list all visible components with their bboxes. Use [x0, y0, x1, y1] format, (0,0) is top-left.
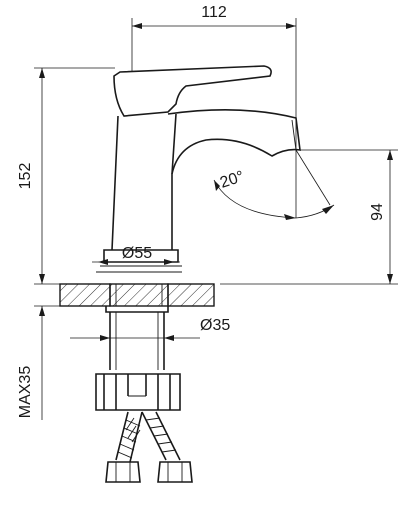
faucet-spout [167, 109, 301, 250]
dimension-label-max35: MAX35 [17, 366, 34, 419]
dimension-angle-20: 20° [213, 149, 335, 220]
dimension-label-94: 94 [369, 203, 386, 221]
dimension-max-35: MAX35 [17, 306, 45, 420]
hose-fitting-left [105, 461, 141, 483]
faucet-body [96, 65, 301, 273]
faucet-lever [113, 65, 272, 117]
dimension-label-angle: 20° [218, 168, 246, 192]
dimension-width-112: 112 [131, 4, 297, 218]
dimension-height-152: 152 [17, 67, 115, 285]
dimension-diameter-35: Ø35 [70, 317, 230, 341]
dimension-label-diameter-35: Ø35 [200, 317, 230, 334]
hose-fitting-right [157, 461, 193, 483]
dimension-label-152: 152 [17, 163, 34, 190]
flexible-hoses [115, 411, 181, 463]
dimension-label-diameter-55: Ø55 [122, 245, 152, 262]
mounting-shank [105, 306, 169, 370]
dimension-label-112: 112 [201, 4, 227, 21]
fixing-nut [95, 373, 181, 411]
dimension-diameter-55: Ø55 [92, 245, 180, 265]
countertop-section [34, 283, 215, 307]
faucet-column [111, 113, 177, 251]
dimension-height-94: 94 [220, 149, 398, 285]
